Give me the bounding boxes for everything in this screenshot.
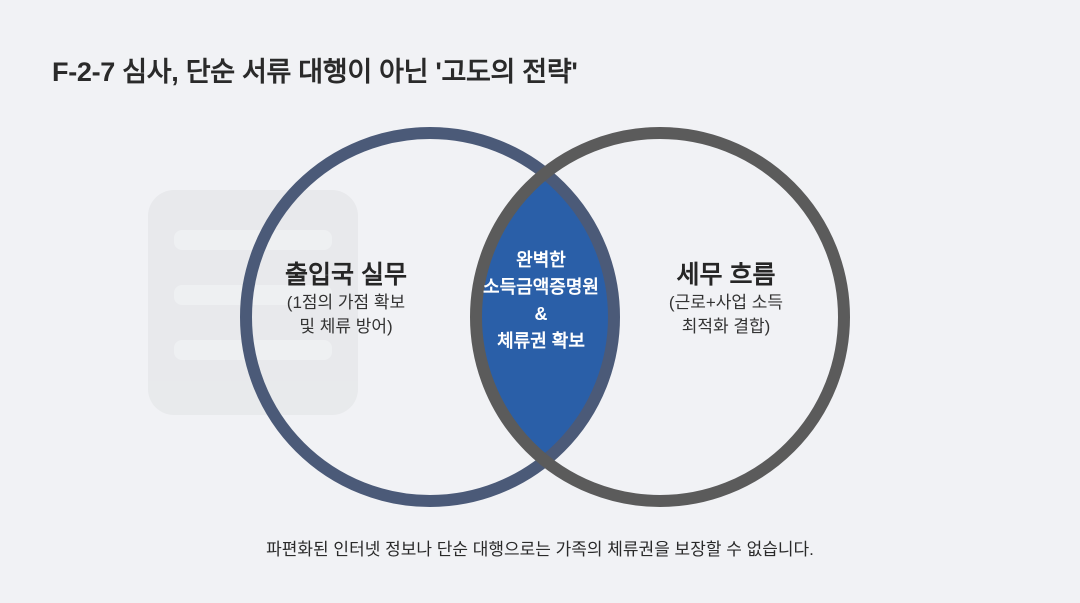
intersection-line2: 소득금액증명원 <box>483 277 599 297</box>
right-circle-label: 세무 흐름 (근로+사업 소득 최적화 결합) <box>669 259 783 339</box>
left-heading: 출입국 실무 <box>285 261 407 289</box>
left-sub-line2: 및 체류 방어) <box>299 317 393 336</box>
page-title: F-2-7 심사, 단순 서류 대행이 아닌 '고도의 전략' <box>52 57 578 87</box>
intersection-line1: 완벽한 <box>516 250 566 270</box>
intersection-line4: 체류권 확보 <box>497 331 585 351</box>
left-sub-line1: (1점의 가점 확보 <box>286 293 406 312</box>
intersection-line3: & <box>534 304 548 324</box>
footer-caption: 파편화된 인터넷 정보나 단순 대행으로는 가족의 체류권을 보장할 수 없습니… <box>266 540 814 559</box>
right-heading: 세무 흐름 <box>676 261 776 289</box>
right-sub-line1: (근로+사업 소득 <box>668 293 784 312</box>
left-circle <box>240 127 620 507</box>
right-circle <box>470 127 850 507</box>
intersection-label: 완벽한 소득금액증명원 & 체류권 확보 <box>483 247 599 355</box>
right-sub-line2: 최적화 결합) <box>681 317 771 336</box>
left-circle-label: 출입국 실무 (1점의 가점 확보 및 체류 방어) <box>285 259 407 339</box>
intersection-fill <box>476 133 614 501</box>
